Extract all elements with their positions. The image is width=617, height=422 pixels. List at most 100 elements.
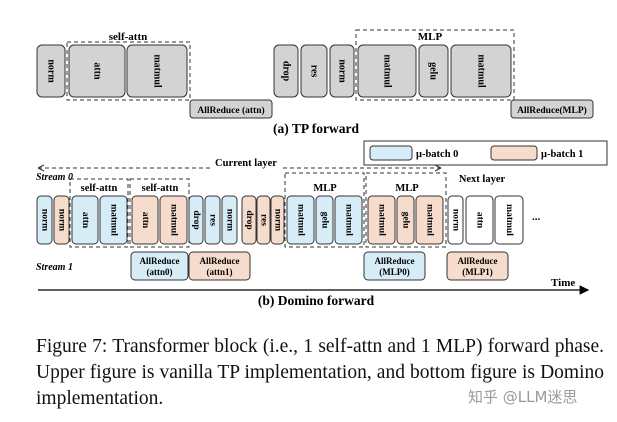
tp-allreduce-attn-label: AllReduce (attn) — [197, 105, 264, 116]
domino-block — [221, 195, 238, 245]
domino-allreduce-line1: AllReduce — [375, 256, 415, 266]
domino-block-label: attn — [475, 212, 485, 229]
legend-swatch-1 — [490, 145, 538, 161]
domino-block — [159, 195, 188, 245]
domino-block-label: norm — [451, 209, 461, 231]
domino-title: (b) Domino forward — [258, 293, 375, 308]
domino-block-label: norm — [40, 209, 50, 231]
domino-block-label: matmul — [296, 204, 306, 236]
tp-block — [68, 44, 126, 98]
tp-mlp-label: MLP — [418, 31, 443, 43]
tp-allreduce-mlp — [510, 99, 594, 119]
tp-block-label: gelu — [428, 62, 439, 80]
domino-allreduce — [446, 251, 509, 281]
domino-self-attn-label-1: self-attn — [142, 183, 179, 194]
tp-block-label: norm — [46, 59, 57, 83]
domino-block — [286, 195, 315, 245]
tp-block-label: res — [309, 65, 320, 78]
domino-block — [204, 195, 221, 245]
tp-block — [329, 44, 355, 98]
domino-block — [315, 195, 334, 245]
domino-allreduce-line1: AllReduce — [200, 256, 240, 266]
domino-block — [53, 195, 70, 245]
domino-block — [188, 195, 204, 245]
current-layer-left-tick — [37, 164, 45, 172]
tp-block-label: matmul — [476, 54, 487, 88]
domino-block — [447, 195, 464, 245]
tp-block-labels: norm attn matmul drop res norm matmul ge… — [46, 54, 487, 88]
domino-block — [270, 195, 285, 245]
domino-block — [396, 195, 415, 245]
tp-block — [36, 44, 66, 98]
tp-title: (a) TP forward — [273, 121, 359, 136]
domino-self-attn-label-0: self-attn — [81, 183, 118, 194]
domino-allreduce-line2: (MLP0) — [379, 267, 410, 277]
domino-block-label: norm — [225, 209, 235, 231]
legend-label-1: μ-batch 1 — [541, 149, 583, 160]
tp-allreduce-attn — [189, 99, 273, 119]
domino-block — [131, 195, 159, 245]
tp-block-label: matmul — [152, 54, 163, 88]
domino-block — [99, 195, 128, 245]
domino-block — [415, 195, 444, 245]
tp-allreduce-mlp-label: AllReduce(MLP) — [517, 105, 587, 116]
domino-block-label: res — [259, 214, 269, 226]
diagram: self-attn MLP norm attn matmul drop res … — [36, 29, 608, 308]
tp-block-label: norm — [337, 59, 348, 83]
domino-block-label: matmul — [169, 204, 179, 236]
current-layer-right-tick — [434, 164, 442, 172]
domino-block — [241, 195, 257, 245]
domino-block — [334, 195, 363, 245]
ellipsis: ... — [532, 211, 541, 223]
domino-block-label: norm — [273, 209, 283, 231]
time-label: Time — [551, 277, 575, 289]
domino-allreduce-line1: AllReduce — [140, 256, 180, 266]
domino-block-label: matmul — [109, 204, 119, 236]
next-layer-label: Next layer — [459, 174, 506, 185]
domino-mlp-label-1: MLP — [395, 183, 419, 194]
domino-allreduce — [363, 251, 426, 281]
tp-block — [418, 44, 449, 98]
domino-allreduce-line2: (attn0) — [147, 267, 173, 277]
domino-forward-section: μ-batch 0 μ-batch 1 Current layer Stream… — [36, 140, 608, 308]
tp-self-attn-label: self-attn — [109, 31, 148, 43]
domino-allreduce — [130, 251, 189, 281]
domino-self-attn-group-0 — [69, 178, 129, 248]
domino-block-label: res — [208, 214, 218, 226]
domino-mlp-label-0: MLP — [313, 183, 337, 194]
tp-block — [300, 44, 328, 98]
domino-block — [256, 195, 271, 245]
tp-block — [357, 44, 417, 98]
domino-allreduce — [188, 251, 251, 281]
domino-block — [465, 195, 494, 245]
domino-block — [71, 195, 99, 245]
legend-swatch-0 — [369, 145, 413, 161]
domino-block-label: norm — [57, 209, 67, 231]
domino-block-label: matmul — [377, 204, 387, 236]
current-layer-label: Current layer — [215, 158, 277, 169]
tp-block — [273, 44, 299, 98]
domino-block-label: gelu — [401, 212, 411, 230]
figure-caption: Figure 7: Transformer block (i.e., 1 sel… — [36, 336, 604, 409]
domino-allreduce-row — [130, 251, 509, 281]
legend-label-0: μ-batch 0 — [416, 149, 458, 160]
domino-block-label: attn — [80, 212, 90, 229]
domino-allreduce-line2: (attn1) — [207, 267, 233, 277]
stream1-label: Stream 1 — [36, 262, 73, 273]
domino-block-label: drop — [191, 210, 201, 229]
tp-block — [126, 44, 188, 98]
domino-allreduce-line2: (MLP1) — [462, 267, 493, 277]
tp-mlp-group — [355, 29, 515, 101]
domino-block-label: gelu — [320, 212, 330, 230]
domino-block-label: matmul — [425, 204, 435, 236]
domino-block — [36, 195, 53, 245]
tp-forward-section: self-attn MLP norm attn matmul drop res … — [36, 29, 594, 136]
tp-block-label: matmul — [382, 54, 393, 88]
watermark: 知乎 @LLM迷思 — [468, 388, 578, 406]
current-layer-label-bg — [212, 157, 280, 169]
domino-mlp-group-0 — [284, 172, 365, 248]
domino-block-label: attn — [140, 212, 150, 229]
domino-block-label: drop — [244, 210, 254, 229]
domino-allreduce-labels: AllReduce (attn0) AllReduce (attn1) AllR… — [140, 256, 498, 277]
